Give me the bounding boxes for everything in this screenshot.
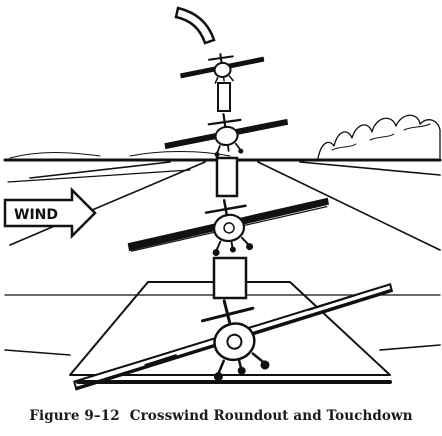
airplane-icon	[180, 53, 265, 84]
figure-caption: Figure 9–12 Crosswind Roundout and Touchd…	[0, 408, 442, 434]
airplane-icon	[127, 197, 330, 257]
centerline-stripe-2	[215, 156, 239, 198]
wind-arrow-icon: WIND	[3, 186, 97, 240]
wind-label: WIND	[14, 207, 58, 223]
flight-path-arc	[174, 6, 216, 45]
cloud-icon	[317, 114, 441, 159]
centerline-stripe-1	[217, 82, 231, 112]
centerline-stripe-3	[212, 256, 248, 300]
runway-marking-icon	[212, 82, 248, 300]
caption-title: Crosswind Roundout and Touchdown	[129, 408, 413, 424]
crosswind-diagram: WIND	[3, 6, 442, 391]
airplane-icon	[73, 283, 394, 391]
airplane-icon	[164, 113, 289, 157]
caption-number: Figure 9–12	[29, 408, 120, 424]
